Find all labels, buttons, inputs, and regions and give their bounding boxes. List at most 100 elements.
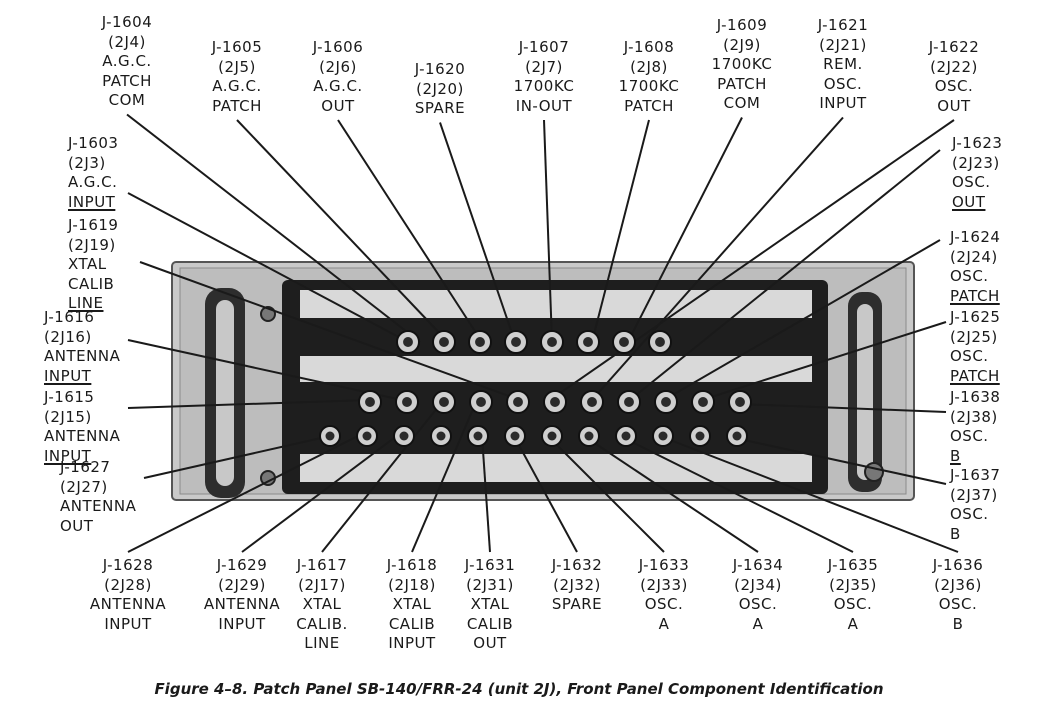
callout-line: OSC. <box>950 427 989 445</box>
leader-line <box>663 239 941 401</box>
callout-line: J-1607 <box>518 38 570 56</box>
jack-center <box>698 397 708 407</box>
label-strip-middle <box>300 356 812 382</box>
callout-top: J-1620(2J20)SPARE <box>415 60 465 119</box>
jack-center <box>362 431 372 441</box>
callout-line: (2J32) <box>553 575 601 594</box>
callout-line: A.G.C. <box>313 77 363 95</box>
callout-line: ANTENNA <box>203 595 281 613</box>
callout-line: J-1620 <box>414 60 466 78</box>
callout-bottom: J-1634(2J34)OSC.A <box>733 556 783 634</box>
callout-line: XTAL <box>392 595 432 613</box>
callout-line: (2J4) <box>108 32 146 51</box>
callout-line: J-1619 <box>68 216 119 234</box>
callout-line: J-1618 <box>386 556 438 574</box>
jack-center <box>695 431 705 441</box>
callout-line: INPUT <box>68 192 116 211</box>
callout-line: J-1635 <box>827 556 879 574</box>
leader-line <box>583 435 759 553</box>
callout-line: PATCH <box>212 96 262 115</box>
leader-line <box>659 435 959 553</box>
jack-center <box>403 337 413 347</box>
jack-center <box>402 397 412 407</box>
jack-array <box>319 330 752 447</box>
callout-line: (2J18) <box>388 575 436 594</box>
leader-line <box>481 435 491 553</box>
callout-line: J-1634 <box>732 556 784 574</box>
jack-center <box>510 431 520 441</box>
callout-line: (2J36) <box>934 575 982 594</box>
jack-center <box>365 397 375 407</box>
callout-right: J-1624(2J24)OSC.PATCH <box>950 228 1000 306</box>
callout-line: J-1608 <box>623 38 675 56</box>
callout-line: J-1624 <box>950 228 1001 246</box>
callout-line: CALIB. <box>296 614 348 633</box>
callout-line: ANTENNA <box>89 595 167 613</box>
callout-line: (2J28) <box>104 575 152 594</box>
leader-line <box>743 439 947 485</box>
callout-line: XTAL <box>470 595 510 613</box>
callout-line: ANTENNA <box>44 347 121 365</box>
callout-line: ANTENNA <box>44 427 121 445</box>
callout-line: (2J22) <box>930 57 978 76</box>
leader-line <box>337 119 483 343</box>
callout-bottom: J-1635(2J35)OSC.A <box>828 556 878 634</box>
callout-line: PATCH <box>950 366 1000 385</box>
left-handle-grip <box>216 300 234 486</box>
callout-right: J-1637(2J37)OSC.B <box>950 466 1000 544</box>
callout-right: J-1625(2J25)OSC.PATCH <box>950 308 1000 386</box>
callout-top: J-1605(2J5)A.G.C.PATCH <box>212 38 262 116</box>
jack-center <box>511 337 521 347</box>
callout-line: J-1605 <box>211 38 263 56</box>
callout-line: A.G.C. <box>68 173 118 191</box>
callout-line: J-1622 <box>928 38 980 56</box>
jack-center <box>587 397 597 407</box>
callout-line: B <box>950 446 961 465</box>
leader-line <box>241 431 403 553</box>
jack-center <box>619 337 629 347</box>
callout-line: (2J34) <box>734 575 782 594</box>
callout-line: 1700KC <box>711 55 773 73</box>
label-strip-top <box>300 290 812 318</box>
jack-center <box>550 397 560 407</box>
callout-line: OUT <box>952 192 986 211</box>
callout-line: SPARE <box>551 595 603 613</box>
jack-center <box>658 431 668 441</box>
callout-bottom: J-1632(2J32)SPARE <box>552 556 602 615</box>
jack-center <box>436 431 446 441</box>
leader-line <box>139 261 521 401</box>
jack-center <box>655 337 665 347</box>
callout-line: (2J24) <box>950 247 998 266</box>
callout-right: J-1623(2J23)OSC.OUT <box>952 134 1002 212</box>
callout-line: (2J27) <box>60 477 108 496</box>
jack-center <box>732 431 742 441</box>
callout-line: REM. <box>823 55 863 73</box>
callout-right: J-1638(2J38)OSC.B <box>950 388 1000 466</box>
callout-line: INPUT <box>104 614 152 633</box>
callout-line: XTAL <box>302 595 342 613</box>
callout-line: OSC. <box>738 595 778 613</box>
callout-line: ANTENNA <box>60 497 137 515</box>
callout-line: J-1629 <box>216 556 268 574</box>
callout-line: INPUT <box>388 634 436 652</box>
callout-line: OUT <box>473 634 507 652</box>
callout-line: (2J17) <box>298 575 346 594</box>
callout-line: COM <box>723 94 761 112</box>
leader-line <box>543 119 553 343</box>
callout-line: XTAL <box>68 255 107 273</box>
right-handle-grip <box>857 304 873 480</box>
callout-line: J-1623 <box>952 134 1003 152</box>
callout-line: INPUT <box>218 614 266 633</box>
jack-center <box>735 397 745 407</box>
leader-line <box>127 399 371 409</box>
leader-line <box>591 116 844 401</box>
callout-line: OSC. <box>823 74 863 93</box>
callout-line: (2J37) <box>950 485 998 504</box>
